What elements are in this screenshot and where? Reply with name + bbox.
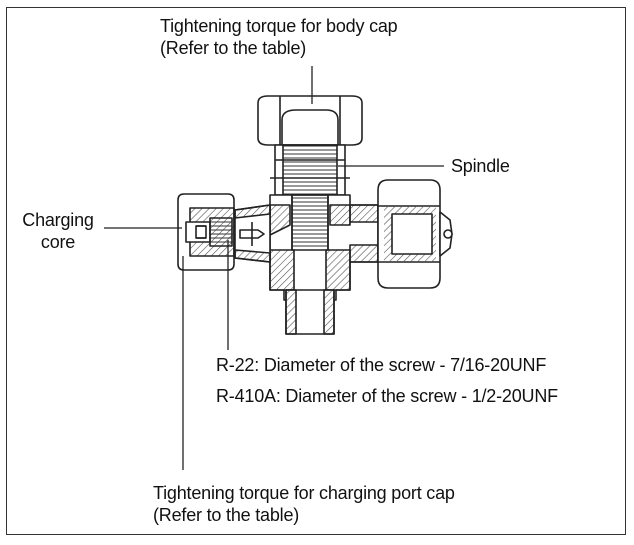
r22-screw-label: R-22: Diameter of the screw - 7/16-20UNF xyxy=(216,355,547,375)
body-cap xyxy=(257,95,363,146)
valve-neck xyxy=(270,144,350,196)
flare-nut xyxy=(377,179,453,289)
charging-core-label-line1: Charging xyxy=(22,210,94,230)
charging-core-label: Charging core xyxy=(14,209,102,253)
body-cap-label-line1: Tightening torque for body cap xyxy=(160,16,398,36)
charging-port-arm xyxy=(234,204,271,263)
r410a-screw-label: R-410A: Diameter of the screw - 1/2-20UN… xyxy=(216,386,558,406)
charging-port-cap-label: Tightening torque for charging port cap … xyxy=(153,482,455,526)
charging-core-label-line2: core xyxy=(40,232,76,252)
body-cap-label-line2: (Refer to the table) xyxy=(160,38,307,58)
spindle-label: Spindle xyxy=(451,156,510,176)
bottom-pipe xyxy=(285,289,335,335)
body-cap-label: Tightening torque for body cap (Refer to… xyxy=(160,15,398,59)
charging-port-cap xyxy=(177,193,235,271)
valve-body xyxy=(269,194,379,301)
diagram-border xyxy=(6,7,626,535)
charging-port-cap-label-line1: Tightening torque for charging port cap xyxy=(153,483,455,503)
charging-port-cap-label-line2: (Refer to the table) xyxy=(153,505,300,525)
